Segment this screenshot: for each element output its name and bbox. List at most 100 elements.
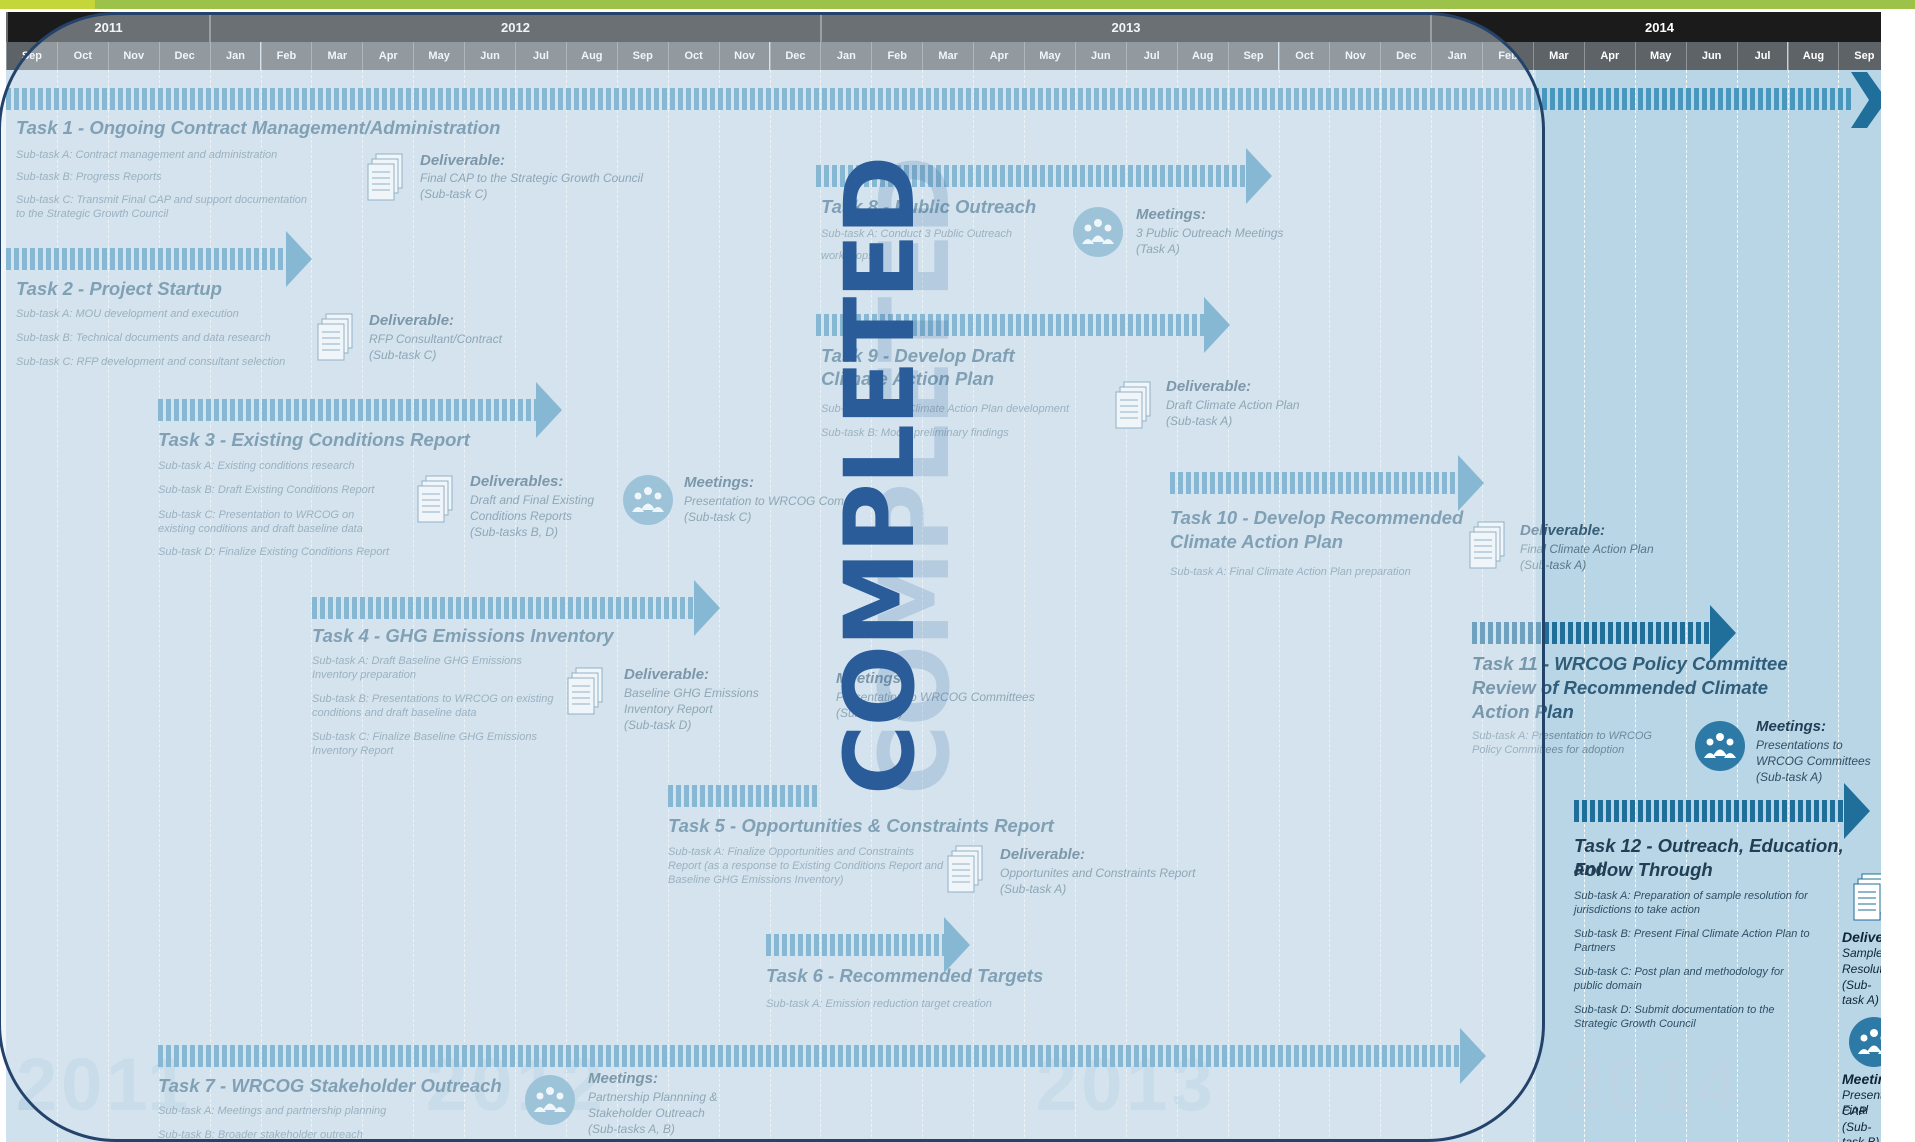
- meeting-text: (Sub-task B): [836, 706, 903, 720]
- meeting-text: Presentations to: [1756, 738, 1843, 752]
- month-header-cell: Jan: [820, 42, 872, 70]
- meetings-label: Meetings:: [1842, 1071, 1881, 1087]
- document-stack-icon: [1115, 381, 1151, 429]
- month-grid-line: [973, 70, 975, 1142]
- month-grid-line: [871, 70, 873, 1142]
- document-stack-icon: [1469, 521, 1505, 569]
- task-9-subtask: Sub-task B: Model preliminary findings: [821, 427, 1009, 439]
- project-duration-bar: [6, 88, 1851, 110]
- document-stack-icon: [947, 845, 983, 893]
- meetings-label: Meetings:: [1756, 718, 1827, 735]
- month-grid-line: [1838, 70, 1840, 1142]
- task-6-bar-arrow: [944, 917, 970, 973]
- task-4-title: Task 4 - GHG Emissions Inventory: [312, 625, 614, 646]
- deliverable-label: Deliverable:: [1520, 522, 1606, 539]
- task-12-subtask: Sub-task D: Submit documentation to the: [1574, 1004, 1775, 1016]
- task-7-bar: [158, 1045, 1460, 1067]
- top-accent-bar-left: [0, 0, 95, 9]
- month-header-cell: Jan: [209, 42, 261, 70]
- meeting-text: (Sub-tasks A, B): [588, 1122, 675, 1136]
- task-1-subtask: Sub-task C: Transmit Final CAP and suppo…: [16, 194, 308, 206]
- task-12-bar: [1574, 800, 1844, 822]
- task-3-bar: [158, 399, 536, 421]
- completed-stamp: COMPLETED: [824, 157, 936, 795]
- task-3-title: Task 3 - Existing Conditions Report: [158, 429, 470, 450]
- document-stack-icon: [1853, 873, 1881, 921]
- task-4-subtask: Sub-task A: Draft Baseline GHG Emissions: [312, 655, 522, 667]
- people-meeting-icon: [1849, 1017, 1881, 1067]
- meeting-text: 3 Public Outreach Meetings: [1136, 226, 1284, 240]
- task-5-subtask: Sub-task A: Finalize Opportunities and C…: [668, 846, 914, 858]
- deliverable-text: RFP Consultant/Contract: [369, 332, 502, 346]
- task-9-bar-arrow: [1204, 297, 1230, 353]
- month-header-cell: Mar: [311, 42, 363, 70]
- task-11-title: Task 11 - WRCOG Policy Committee: [1472, 653, 1788, 674]
- month-header-cell: Jul: [515, 42, 566, 70]
- people-meeting-icon: [1695, 721, 1745, 771]
- deliverable-text: (Sub-task C): [420, 187, 488, 201]
- task-12-subtask: Sub-task B: Present Final Climate Action…: [1574, 928, 1810, 940]
- deliverable-text: Resolution: [1842, 962, 1881, 976]
- task-1-subtask: Sub-task B: Progress Reports: [16, 171, 162, 183]
- meetings-label: Meetings:: [588, 1070, 659, 1087]
- task-7-subtask: Sub-task B: Broader stakeholder outreach: [158, 1129, 363, 1141]
- month-header-cell: Aug: [1176, 42, 1228, 70]
- meeting-text: Stakeholder Outreach: [588, 1106, 705, 1120]
- timeline-board: 2011 2012 2013 2014 2011 2012 2013 2014 …: [6, 12, 1881, 1142]
- document-stack-icon: [567, 667, 603, 715]
- document-stack-icon: [367, 153, 403, 201]
- task-10-bar-arrow: [1458, 455, 1484, 511]
- month-header-cell: Dec: [1380, 42, 1432, 70]
- deliverable-text: Final Climate Action Plan: [1520, 542, 1654, 556]
- task-2-bar: [6, 248, 286, 270]
- task-8-subtask: workshops: [821, 250, 874, 262]
- month-grid-line: [1736, 70, 1738, 1142]
- task-9-bar: [816, 314, 1204, 336]
- task-9-title: Climate Action Plan: [821, 368, 995, 389]
- month-header-cell: Jul: [1736, 42, 1788, 70]
- month-header-cell: Oct: [667, 42, 719, 70]
- month-grid-line: [820, 70, 822, 1142]
- meeting-text: (Sub-task A): [1756, 770, 1823, 784]
- month-header-cell: Nov: [718, 42, 770, 70]
- task-11-title: Review of Recommended Climate: [1472, 677, 1769, 698]
- month-header-cell: May: [1024, 42, 1075, 70]
- month-grid-line: [1787, 70, 1789, 1142]
- deliverable-text: Inventory Report: [624, 702, 713, 716]
- task-12-subtask: jurisdictions to take action: [1574, 904, 1700, 916]
- task-3-bar-arrow: [536, 382, 562, 438]
- task-4-subtask: Inventory preparation: [312, 669, 416, 681]
- month-header-cell: Jun: [464, 42, 515, 70]
- deliverable-label: Deliverable:: [1166, 378, 1252, 395]
- month-header-cell: Sep: [616, 42, 668, 70]
- task-9-title: Task 9 - Develop Draft: [821, 345, 1015, 366]
- task-7-subtask: Sub-task A: Meetings and partnership pla…: [158, 1105, 387, 1117]
- task-12-title: Task 12 - Outreach, Education, and: [1574, 835, 1844, 879]
- deliverable-text: (Sub-task A): [1000, 882, 1067, 896]
- task-10-subtask: Sub-task A: Final Climate Action Plan pr…: [1170, 566, 1411, 578]
- task-7-title: Task 7 - WRCOG Stakeholder Outreach: [158, 1075, 502, 1096]
- deliverables-label: Deliverables:: [470, 473, 564, 490]
- top-accent-bar: [0, 0, 1915, 9]
- task-11-bar-arrow: [1710, 605, 1736, 661]
- task-8-bar-arrow: [1246, 148, 1272, 204]
- task-3-subtask: Sub-task C: Presentation to WRCOG on: [158, 509, 355, 521]
- task-2-subtask: Sub-task A: MOU development and executio…: [16, 308, 239, 320]
- deliverable-text: (Sub-task A): [1166, 414, 1233, 428]
- task-1-title: Task 1 - Ongoing Contract Management/Adm…: [16, 117, 501, 138]
- deliverable-text: Draft and Final Existing: [470, 493, 595, 507]
- deliverable-label: Deliverable:: [1842, 929, 1881, 945]
- meetings-label: Meetings:: [1136, 206, 1207, 223]
- people-meeting-icon: [1073, 207, 1123, 257]
- month-grid-line: [1125, 70, 1127, 1142]
- task-12-subtask: Sub-task A: Preparation of sample resolu…: [1574, 890, 1808, 902]
- deliverable-label: Deliverable:: [624, 666, 710, 683]
- month-header-cell: Nov: [107, 42, 159, 70]
- year-header: 2013: [820, 12, 1430, 42]
- deliverable-label: Deliverable:: [1000, 846, 1086, 863]
- deliverable-text: Opportunites and Constraints Report: [1000, 866, 1196, 880]
- month-header-cell: Feb: [871, 42, 923, 70]
- deliverable-text: Baseline GHG Emissions: [624, 686, 759, 700]
- deliverable-text: Final CAP to the Strategic Growth Counci…: [420, 171, 643, 185]
